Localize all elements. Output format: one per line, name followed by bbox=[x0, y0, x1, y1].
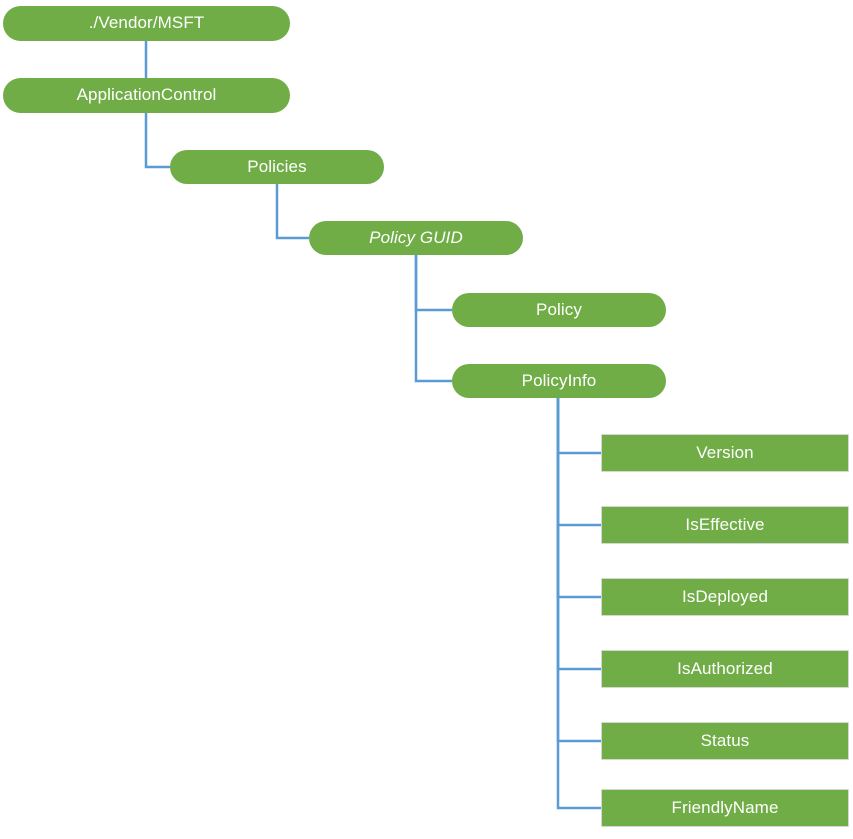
node-label-is-authorized: IsAuthorized bbox=[677, 658, 773, 678]
node-label-vendor-msft: ./Vendor/MSFT bbox=[88, 13, 205, 33]
node-label-policies: Policies bbox=[247, 156, 307, 176]
node-policy[interactable]: Policy bbox=[452, 293, 666, 327]
connector-policyinfo-to-friendlyname bbox=[556, 398, 601, 810]
node-label-policy-info: PolicyInfo bbox=[521, 370, 597, 390]
node-label-friendly-name: FriendlyName bbox=[671, 797, 779, 817]
node-policy-guid[interactable]: Policy GUID bbox=[309, 221, 523, 255]
connector-policyinfo-to-isauthorized bbox=[556, 398, 601, 671]
node-application-control[interactable]: ApplicationControl bbox=[3, 78, 290, 113]
node-is-deployed[interactable]: IsDeployed bbox=[601, 578, 849, 616]
node-label-policy-guid: Policy GUID bbox=[369, 227, 463, 247]
node-label-is-effective: IsEffective bbox=[685, 514, 765, 534]
node-friendly-name[interactable]: FriendlyName bbox=[601, 789, 849, 827]
node-label-is-deployed: IsDeployed bbox=[681, 586, 769, 606]
connector-policies-to-policyguid bbox=[275, 184, 309, 240]
connector-appcontrol-to-policies bbox=[144, 113, 170, 169]
node-status[interactable]: Status bbox=[601, 722, 849, 760]
connector-policyinfo-to-status bbox=[556, 398, 601, 743]
node-policy-info[interactable]: PolicyInfo bbox=[452, 364, 666, 398]
node-is-effective[interactable]: IsEffective bbox=[601, 506, 849, 544]
connector-policyinfo-to-iseffective bbox=[556, 398, 601, 527]
node-version[interactable]: Version bbox=[601, 434, 849, 472]
node-label-application-control: ApplicationControl bbox=[76, 85, 217, 105]
node-is-authorized[interactable]: IsAuthorized bbox=[601, 650, 849, 688]
connector-policyguid-to-policyinfo bbox=[414, 255, 452, 383]
node-label-version: Version bbox=[696, 442, 754, 462]
connector-policyinfo-to-version bbox=[556, 398, 601, 455]
node-label-policy: Policy bbox=[536, 299, 582, 319]
connector-policyguid-to-policy bbox=[414, 255, 452, 312]
node-policies[interactable]: Policies bbox=[170, 150, 384, 184]
node-label-status: Status bbox=[700, 730, 750, 750]
node-vendor-msft[interactable]: ./Vendor/MSFT bbox=[3, 6, 290, 41]
connector-policyinfo-to-isdeployed bbox=[556, 398, 601, 599]
